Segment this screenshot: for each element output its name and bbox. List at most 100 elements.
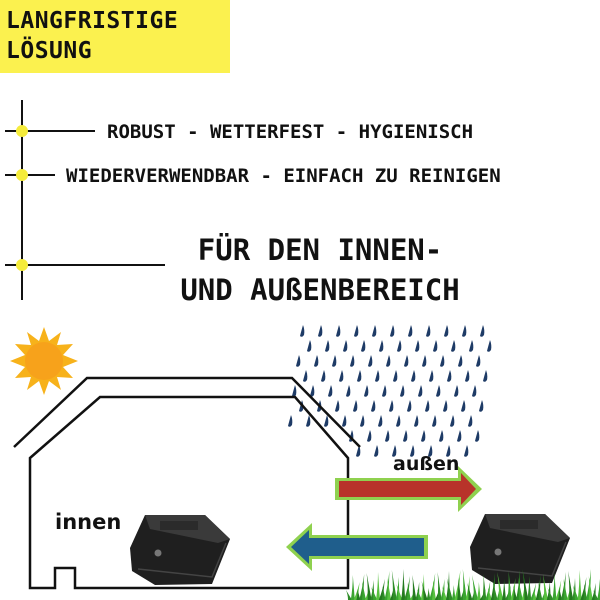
- grass-blade: [406, 583, 411, 600]
- rain-drop: [464, 445, 469, 457]
- rain-drop: [410, 445, 415, 457]
- rain-drop: [450, 415, 455, 427]
- bullet-dot-2: [16, 169, 28, 181]
- rain-drop: [314, 355, 319, 367]
- bullet-dot-3: [16, 259, 28, 271]
- rain-drop: [425, 400, 430, 412]
- rain-drop: [475, 430, 480, 442]
- rain-drop: [439, 430, 444, 442]
- grass-blade: [366, 573, 372, 600]
- rain-drop: [318, 325, 323, 337]
- sun-icon: [10, 327, 78, 395]
- arrow-right-icon: [335, 466, 482, 512]
- grass-blade: [457, 577, 462, 600]
- grass-blade: [507, 571, 512, 600]
- rain-drop: [418, 385, 423, 397]
- grass-blade: [577, 570, 582, 600]
- rain-drop: [436, 385, 441, 397]
- feature-line-2: WIEDERVERWENDBAR - EINFACH ZU REINIGEN: [66, 165, 501, 187]
- rain-drop: [372, 325, 377, 337]
- grass-blade: [543, 574, 548, 600]
- rain-drop: [374, 445, 379, 457]
- rain-drop: [400, 385, 405, 397]
- rain-drop: [468, 415, 473, 427]
- grass-blade: [588, 576, 593, 600]
- rain-drop: [397, 340, 402, 352]
- rain-drop: [429, 370, 434, 382]
- rain-drop: [300, 325, 305, 337]
- rain-drop: [356, 445, 361, 457]
- bait-box-icon: [470, 514, 570, 584]
- rain-drop: [469, 340, 474, 352]
- grass-blade: [593, 590, 599, 600]
- rain-drop: [428, 445, 433, 457]
- rain-drop: [461, 400, 466, 412]
- grass-blade: [412, 575, 417, 600]
- rain-drop: [440, 355, 445, 367]
- rain-drop: [367, 430, 372, 442]
- rain-drop: [465, 370, 470, 382]
- rain-drop: [328, 385, 333, 397]
- rain-drop: [307, 340, 312, 352]
- rain-drop: [480, 325, 485, 337]
- grass-blade: [426, 588, 431, 600]
- grass-blade: [391, 570, 397, 600]
- feature-line-1: ROBUST - WETTERFEST - HYGIENISCH: [107, 121, 474, 143]
- arrow-left-icon: [286, 523, 428, 571]
- grass-blade: [513, 585, 518, 600]
- rain-drop: [433, 340, 438, 352]
- grass-blade: [381, 586, 386, 600]
- grass-blade: [532, 590, 537, 600]
- grass-blade: [401, 569, 406, 600]
- grass-blade: [432, 580, 436, 600]
- rain-drop: [306, 415, 311, 427]
- rain-drop: [335, 400, 340, 412]
- rain-drop: [382, 385, 387, 397]
- rain-drop: [454, 385, 459, 397]
- rain-drop: [346, 385, 351, 397]
- feature-headline: FÜR DEN INNEN- UND AUßENBEREICH: [150, 230, 490, 310]
- grass-blade: [488, 588, 492, 600]
- rain-drop: [371, 400, 376, 412]
- rain-drop: [325, 340, 330, 352]
- rain-drop: [343, 340, 348, 352]
- grass-blade: [417, 589, 422, 600]
- rain-drop: [342, 415, 347, 427]
- headline-badge: LANGFRISTIGE LÖSUNG: [0, 0, 230, 73]
- rain-drop: [472, 385, 477, 397]
- grass-blade: [552, 573, 557, 600]
- grass-blade: [558, 587, 562, 600]
- rain-drop: [479, 400, 484, 412]
- badge-line-1: LANGFRISTIGE: [6, 8, 179, 34]
- rain-drop: [339, 370, 344, 382]
- rain-drop: [303, 370, 308, 382]
- grass-blade: [502, 579, 506, 600]
- rain-drop: [414, 415, 419, 427]
- feature-headline-line-2: UND AUßENBEREICH: [180, 273, 460, 307]
- rain-drop: [426, 325, 431, 337]
- rain-drop: [288, 415, 293, 427]
- rain-drop: [389, 400, 394, 412]
- grass-blade: [451, 585, 456, 600]
- rain-drop: [411, 370, 416, 382]
- grass-blade: [497, 572, 504, 600]
- grass-blade: [492, 580, 498, 600]
- rain-drop: [368, 355, 373, 367]
- rain-drop: [385, 430, 390, 442]
- rain-drop: [364, 385, 369, 397]
- grass-blade: [538, 582, 543, 600]
- rain-drop: [360, 415, 365, 427]
- house-icon: [13, 376, 361, 590]
- grass-blade: [376, 572, 380, 600]
- bullet-dot-1: [16, 125, 28, 137]
- rain-drop: [404, 355, 409, 367]
- rain-drop: [354, 325, 359, 337]
- rain-drop: [487, 340, 492, 352]
- rain-drop: [292, 385, 297, 397]
- rain-drop: [379, 340, 384, 352]
- grass-blade: [462, 569, 467, 600]
- bait-box-icon: [130, 515, 230, 585]
- rain-drop: [446, 445, 451, 457]
- rain-drop: [407, 400, 412, 412]
